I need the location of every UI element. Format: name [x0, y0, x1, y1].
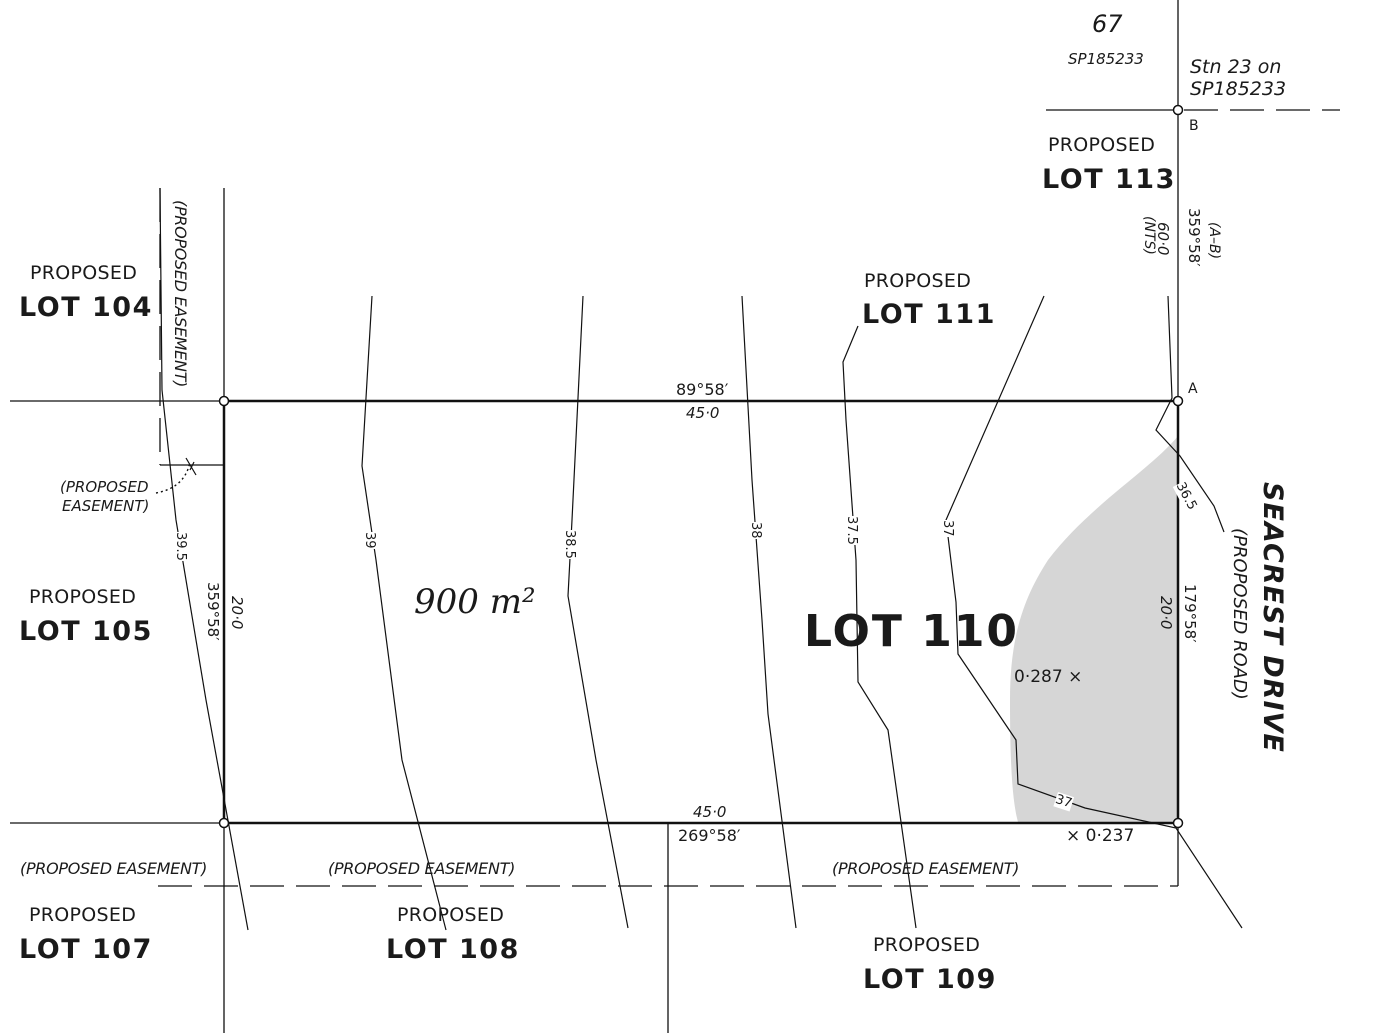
easement-tick — [185, 457, 197, 476]
lot-111-caption: PROPOSED — [864, 270, 972, 292]
easement-label-south-1: (PROPOSED EASEMENT) — [20, 859, 208, 878]
lot-107-label: LOT 107 — [19, 934, 153, 965]
lot-67-label: 67 — [1092, 10, 1123, 38]
corner-point-nw — [218, 395, 230, 407]
lot-109-label: LOT 109 — [863, 964, 997, 995]
contour-label-37: 37 — [940, 520, 955, 537]
contour-36-5 — [1155, 295, 1225, 533]
contour-label-38: 38 — [748, 522, 763, 539]
lot-107-caption: PROPOSED — [29, 904, 137, 926]
east-distance: 20·0 — [1157, 596, 1175, 630]
road-name: SEACREST DRIVE — [1257, 482, 1288, 753]
contour-37 — [945, 295, 1243, 929]
lot-105-caption: PROPOSED — [29, 586, 137, 608]
subject-lot-label: LOT 110 — [804, 606, 1020, 657]
corner-point-sw — [218, 817, 230, 829]
lot-108-label: LOT 108 — [386, 934, 520, 965]
north-bearing: 89°58′ — [676, 380, 729, 399]
ab-nts: (NTS) — [1141, 216, 1157, 255]
corner-point-a — [1172, 395, 1184, 407]
easement-label-vertical: (PROPOSED EASEMENT) — [171, 200, 190, 388]
east-bearing: 179°58′ — [1181, 584, 1199, 643]
lot-110-boundary — [222, 399, 1180, 825]
easement-corner-line1: (PROPOSED — [60, 478, 149, 496]
contour-label-38-5: 38.5 — [562, 530, 577, 559]
lot-113-label: LOT 113 — [1042, 164, 1176, 195]
lot-108-caption: PROPOSED — [397, 904, 505, 926]
lot-109-caption: PROPOSED — [873, 934, 981, 956]
easement-label-south-2: (PROPOSED EASEMENT) — [328, 859, 516, 878]
lot-105-label: LOT 105 — [19, 616, 153, 647]
point-a-label: A — [1188, 381, 1198, 397]
west-distance: 20·0 — [228, 596, 246, 630]
spot-height-outer: × 0·237 — [1066, 826, 1135, 846]
contour-label-39-5: 39.5 — [173, 532, 188, 561]
spot-height-inner: 0·287 × — [1014, 667, 1083, 687]
contour-39 — [361, 295, 447, 931]
south-distance: 45·0 — [693, 803, 727, 821]
north-distance: 45·0 — [686, 404, 720, 422]
contour-39-5 — [159, 187, 249, 931]
easement-label-south-3: (PROPOSED EASEMENT) — [832, 859, 1020, 878]
lot-113-caption: PROPOSED — [1048, 134, 1156, 156]
ab-bearing: 359°58′ — [1185, 208, 1203, 267]
west-bearing: 359°58′ — [204, 582, 222, 641]
lot-111-label: LOT 111 — [862, 299, 996, 330]
contour-38-5 — [567, 295, 629, 929]
point-b-label: B — [1189, 118, 1199, 134]
plan-sp-label: SP185233 — [1068, 50, 1144, 68]
station-label-line1: Stn 23 on — [1190, 56, 1282, 78]
lot-104-label: LOT 104 — [19, 292, 153, 323]
contour-38 — [741, 295, 797, 929]
station-label-line2: SP185233 — [1190, 78, 1287, 100]
contour-label-39: 39 — [362, 532, 377, 549]
corner-point-b — [1172, 104, 1184, 116]
shaded-fill-zone — [1010, 436, 1178, 822]
road-subtitle: (PROPOSED ROAD) — [1229, 528, 1250, 700]
contour-label-37-5: 37.5 — [844, 516, 859, 545]
ab-label: (A–B) — [1206, 222, 1222, 260]
subject-lot-area: 900 m² — [414, 582, 536, 622]
lot-104-caption: PROPOSED — [30, 262, 138, 284]
contour-37-5 — [842, 325, 917, 929]
easement-corner-line2: EASEMENT) — [62, 497, 150, 515]
corner-point-se — [1172, 817, 1184, 829]
south-bearing: 269°58′ — [678, 826, 741, 845]
